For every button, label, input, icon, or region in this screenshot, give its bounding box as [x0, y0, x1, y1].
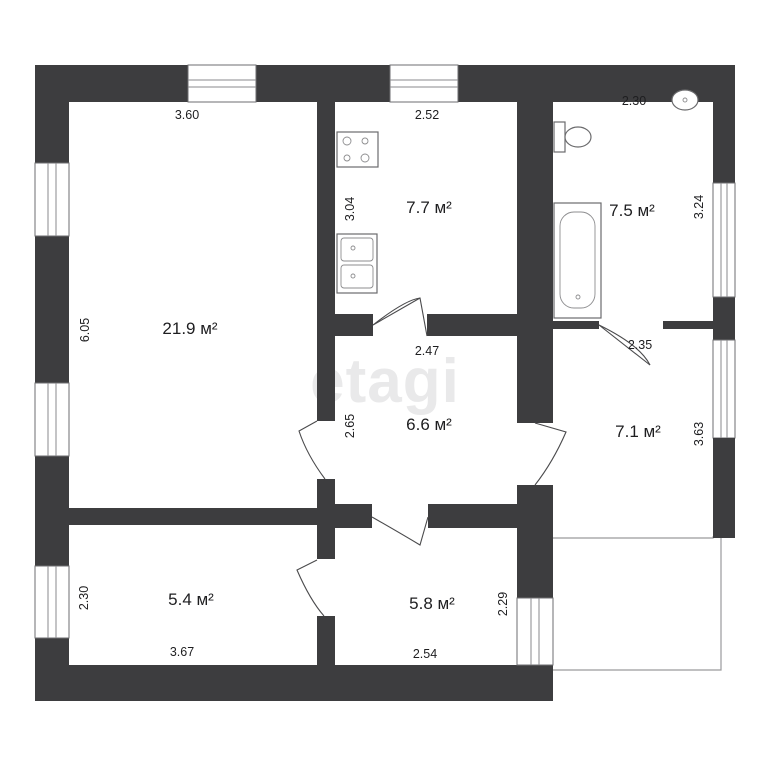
area-label-living-room: 21.9 м²	[162, 319, 217, 338]
dimension-height-bathroom: 3.24	[692, 195, 706, 219]
balcony-outline	[553, 536, 722, 671]
area-label-room-bottom-middle: 5.8 м²	[409, 594, 455, 613]
dimension-height-corridor-right: 3.63	[692, 422, 706, 446]
dimension-width-corridor-right: 2.35	[628, 338, 652, 352]
bathtub-icon	[553, 202, 602, 319]
area-label-room-bottom-left: 5.4 м²	[168, 590, 214, 609]
windows	[34, 64, 736, 666]
area-label-kitchen: 7.7 м²	[406, 198, 452, 217]
dimension-height-living-room: 6.05	[78, 318, 92, 342]
dimension-width-room-bottom-middle: 2.54	[413, 647, 437, 661]
doors	[296, 297, 651, 617]
dimension-width-hall: 2.47	[415, 344, 439, 358]
dimension-width-bathroom: 2.30	[622, 94, 646, 108]
area-label-hall: 6.6 м²	[406, 415, 452, 434]
stove-icon	[336, 131, 379, 168]
washbasin-icon	[671, 89, 699, 111]
area-label-corridor-right: 7.1 м²	[615, 422, 661, 441]
dimension-height-room-bottom-left: 2.30	[77, 586, 91, 610]
dimension-width-room-bottom-left: 3.67	[170, 645, 194, 659]
kitchen-sink-icon	[336, 233, 378, 294]
dimension-width-kitchen: 2.52	[415, 108, 439, 122]
area-label-bathroom: 7.5 м²	[609, 201, 655, 220]
dimension-height-hall: 2.65	[343, 414, 357, 438]
dimension-width-living-room: 3.60	[175, 108, 199, 122]
dimension-height-kitchen: 3.04	[343, 197, 357, 221]
dimension-height-room-bottom-middle: 2.29	[496, 592, 510, 616]
toilet-icon	[553, 121, 592, 153]
